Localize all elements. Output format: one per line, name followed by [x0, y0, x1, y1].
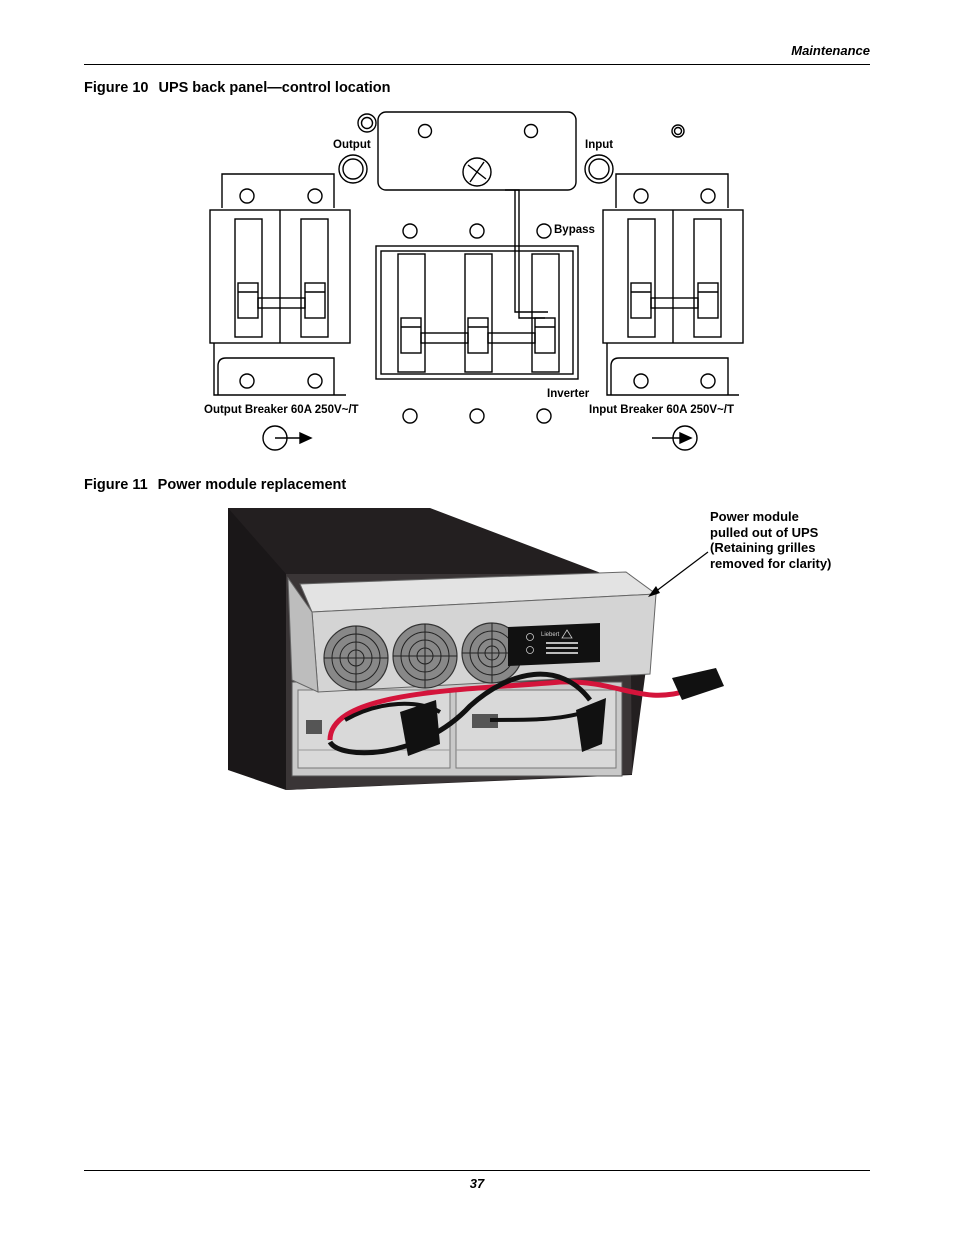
- output-arrow-head: [299, 431, 313, 445]
- input-breaker-top-tab: [615, 173, 729, 208]
- figure-10-caption: Figure 10 UPS back panel—control location: [84, 80, 391, 96]
- figure-10-title: UPS back panel—control location: [158, 80, 391, 96]
- output-breaker-frame: [213, 343, 346, 396]
- input-breaker-label: Input Breaker 60A 250V~/T: [589, 404, 734, 416]
- breaker-pole: [300, 218, 329, 338]
- mount-hole: [469, 408, 485, 424]
- mount-hole: [700, 188, 716, 204]
- output-breaker-top-tab: [221, 173, 335, 208]
- mount-hole: [536, 408, 552, 424]
- running-header: Maintenance: [791, 43, 870, 58]
- callout-line: Power module: [710, 509, 799, 524]
- input-breaker-frame: [606, 343, 739, 396]
- input-breaker-bottom-tab: [610, 357, 729, 395]
- mount-hole: [307, 373, 323, 389]
- breaker-pole: [234, 218, 263, 338]
- input-arrow-head: [679, 431, 693, 445]
- output-terminal: [338, 154, 368, 184]
- callout-line: (Retaining grilles: [710, 540, 816, 555]
- warning-icon: [561, 629, 573, 639]
- breaker-pole: [693, 218, 722, 338]
- cable-connector: [576, 698, 606, 752]
- figure-10-number: Figure 10: [84, 80, 149, 96]
- connector-ring-inner: [673, 126, 683, 136]
- callout-leader: [654, 551, 709, 593]
- mount-hole: [239, 188, 255, 204]
- mount-hole: [307, 188, 323, 204]
- output-terminal-inner: [342, 158, 364, 180]
- breaker-pole: [627, 218, 656, 338]
- cable-connector: [400, 700, 440, 756]
- mount-hole: [536, 223, 552, 239]
- power-module-side: [287, 576, 319, 693]
- connector-ring-inner: [360, 116, 374, 130]
- page-number: 37: [469, 1176, 485, 1191]
- mount-hole: [633, 373, 649, 389]
- breaker-tie-bar: [650, 297, 699, 309]
- header-rule: [84, 64, 870, 65]
- mount-hole: [417, 123, 433, 139]
- output-breaker-bottom-tab: [217, 357, 335, 395]
- mount-hole: [239, 373, 255, 389]
- switch-tie-bar: [420, 332, 469, 344]
- cabinet-side: [228, 508, 286, 790]
- figure-11-number: Figure 11: [84, 477, 148, 493]
- power-on-icon: [526, 633, 534, 641]
- switch-pole: [464, 253, 493, 373]
- figure-11-caption: Figure 11 Power module replacement: [84, 477, 346, 493]
- callout-line: removed for clarity): [710, 555, 832, 571]
- callout-arrowhead: [648, 586, 660, 597]
- battery-terminal: [472, 714, 498, 728]
- red-power-cable: [327, 679, 691, 741]
- interlock-wire: [514, 190, 548, 313]
- footer-rule: [84, 1170, 870, 1171]
- input-terminal: [584, 154, 614, 184]
- inverter-label: Inverter: [547, 388, 590, 400]
- mount-hole: [700, 373, 716, 389]
- bypass-switch-body: [375, 245, 579, 380]
- bypass-switch-knob: [462, 157, 492, 187]
- black-power-cable: [327, 671, 592, 756]
- connector-ring: [357, 113, 377, 133]
- battery-tray: [297, 689, 451, 769]
- mount-hole: [633, 188, 649, 204]
- switch-tie-bar: [487, 332, 536, 344]
- breaker-tie-bar: [257, 297, 306, 309]
- top-plate: [377, 111, 577, 191]
- output-breaker-label: Output Breaker 60A 250V~/T: [204, 404, 359, 416]
- brand-logo: Liebert: [541, 632, 560, 638]
- module-display-panel: [508, 623, 600, 666]
- callout-line: pulled out of UPS: [710, 524, 819, 540]
- mount-hole: [402, 408, 418, 424]
- knob-slot: [467, 164, 487, 180]
- power-off-icon: [526, 646, 534, 654]
- cable-plug: [672, 668, 724, 700]
- mount-hole: [402, 223, 418, 239]
- input-label: Input: [585, 139, 614, 151]
- switch-pole: [397, 253, 426, 373]
- battery-terminal: [306, 720, 322, 734]
- bypass-switch-inner: [380, 250, 574, 375]
- switch-pole: [531, 253, 560, 373]
- output-label: Output: [333, 139, 371, 151]
- mount-hole: [469, 223, 485, 239]
- power-module-callout: Power module pulled out of UPS (Retainin…: [710, 509, 831, 571]
- bypass-label: Bypass: [554, 224, 595, 236]
- connector-ring: [671, 124, 685, 138]
- input-terminal-inner: [588, 158, 610, 180]
- mount-hole: [523, 123, 539, 139]
- figure-11-title: Power module replacement: [157, 477, 347, 493]
